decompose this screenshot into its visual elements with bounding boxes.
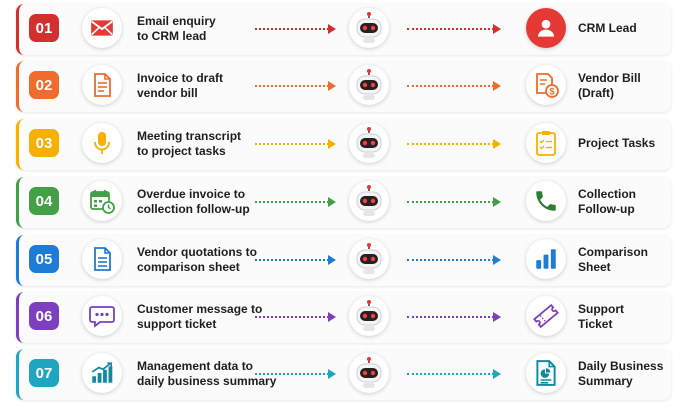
output-label: CRM Lead xyxy=(578,21,637,35)
arrow-to-output xyxy=(407,81,501,91)
robot-icon xyxy=(349,181,389,221)
workflow-row: 02 Invoice to draft vendor bill $ Vendor… xyxy=(16,61,671,112)
workflow-row: 06 Customer message to support ticket Su… xyxy=(16,292,671,343)
microphone-icon xyxy=(82,123,122,163)
bar-chart-icon xyxy=(526,239,566,279)
arrow-to-output xyxy=(407,24,501,34)
source-label: Overdue invoice to collection follow-up xyxy=(137,187,250,216)
workflow-row: 01 Email enquiry to CRM lead CRM Lead xyxy=(16,4,671,55)
sheet-document-icon xyxy=(82,239,122,279)
output-label: Support Ticket xyxy=(578,302,624,331)
arrow-to-robot xyxy=(255,139,336,149)
source-label: Invoice to draft vendor bill xyxy=(137,71,224,100)
arrow-to-output xyxy=(407,369,501,379)
arrow-to-output xyxy=(407,312,501,322)
envelope-icon xyxy=(82,8,122,48)
step-number: 03 xyxy=(29,129,59,157)
step-number: 01 xyxy=(29,14,59,42)
arrow-to-robot xyxy=(255,255,336,265)
calendar-clock-icon xyxy=(82,181,122,221)
robot-icon xyxy=(349,8,389,48)
workflow-row: 05 Vendor quotations to comparison sheet… xyxy=(16,235,671,286)
output-label: Comparison Sheet xyxy=(578,245,649,274)
arrow-to-output xyxy=(407,139,501,149)
source-label: Vendor quotations to comparison sheet xyxy=(137,245,257,274)
clipboard-checklist-icon xyxy=(526,123,566,163)
step-number: 02 xyxy=(29,71,59,99)
arrow-to-output xyxy=(407,197,501,207)
robot-icon xyxy=(349,353,389,393)
report-pie-icon xyxy=(526,353,566,393)
document-icon xyxy=(82,65,122,105)
step-number: 04 xyxy=(29,187,59,215)
output-label: Daily Business Summary xyxy=(578,359,664,388)
arrow-to-robot xyxy=(255,81,336,91)
svg-text:$: $ xyxy=(549,87,554,97)
bill-dollar-icon: $ xyxy=(526,65,566,105)
step-number: 07 xyxy=(29,359,59,387)
growth-chart-icon xyxy=(82,353,122,393)
arrow-to-output xyxy=(407,255,501,265)
source-label: Customer message to support ticket xyxy=(137,302,263,331)
workflow-row: 03 Meeting transcript to project tasks P… xyxy=(16,119,671,170)
ticket-icon xyxy=(526,296,566,336)
source-label: Meeting transcript to project tasks xyxy=(137,129,242,158)
output-label: Collection Follow-up xyxy=(578,187,637,216)
arrow-to-robot xyxy=(255,24,336,34)
step-number: 06 xyxy=(29,302,59,330)
output-label: Vendor Bill (Draft) xyxy=(578,71,641,100)
arrow-to-robot xyxy=(255,197,336,207)
workflow-row: 07 Management data to daily business sum… xyxy=(16,349,671,400)
user-avatar-icon xyxy=(526,8,566,48)
arrow-to-robot xyxy=(255,312,336,322)
robot-icon xyxy=(349,239,389,279)
source-label: Management data to daily business summar… xyxy=(137,359,277,388)
source-label: Email enquiry to CRM lead xyxy=(137,14,216,43)
chat-bubble-icon xyxy=(82,296,122,336)
robot-icon xyxy=(349,296,389,336)
robot-icon xyxy=(349,123,389,163)
arrow-to-robot xyxy=(255,369,336,379)
output-label: Project Tasks xyxy=(578,136,656,150)
phone-icon xyxy=(526,181,566,221)
robot-icon xyxy=(349,65,389,105)
step-number: 05 xyxy=(29,245,59,273)
workflow-row: 04 Overdue invoice to collection follow-… xyxy=(16,177,671,228)
